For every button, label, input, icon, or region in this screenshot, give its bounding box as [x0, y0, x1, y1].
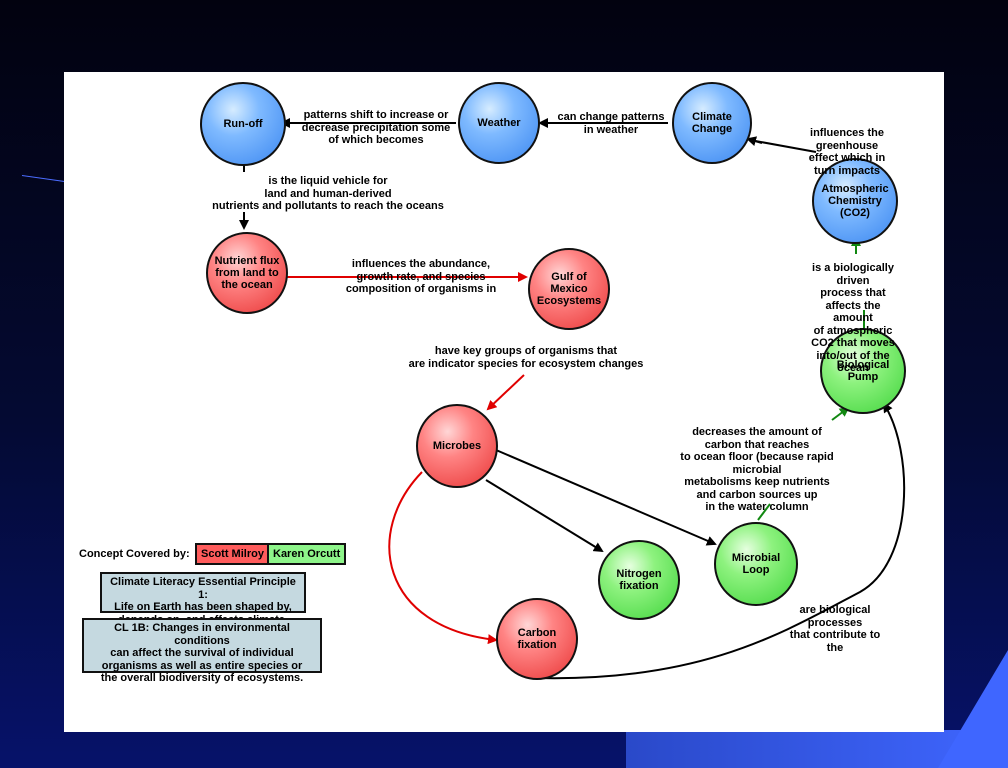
label-pump-to-atmos: is a biologically driven process that af…	[811, 262, 895, 374]
label-weather-to-runoff: patterns shift to increase or decrease p…	[301, 109, 451, 146]
arrow-to-climate	[746, 136, 763, 147]
connector-carbon-pump	[535, 402, 906, 680]
connector-gulf-microbes	[486, 374, 525, 411]
label-runoff-to-nutrient: is the liquid vehicle for land and human…	[212, 175, 444, 212]
gulf-of-mexico-node: Gulf of Mexico Ecosystems	[528, 248, 610, 330]
concept-map-slide: Run-off Weather Climate Change Atmospher…	[64, 72, 944, 732]
principle-box: Climate Literacy Essential Principle 1: …	[100, 572, 306, 626]
label-processes-to-pump: are biological processes that contribute…	[789, 604, 881, 654]
label-climate-to-weather: can change patterns in weather	[557, 111, 665, 136]
label-nutrient-to-gulf: influences the abundance, growth rate, a…	[345, 258, 497, 295]
climate-change-node: Climate Change	[672, 82, 752, 164]
biological-pump-node: Biological Pump	[820, 328, 906, 414]
atmospheric-chemistry-node: Atmospheric Chemistry (CO2)	[812, 158, 898, 244]
carbon-fixation-node: Carbon fixation	[496, 598, 578, 680]
runoff-node: Run-off	[200, 82, 286, 166]
legend-title: Concept Covered by:	[79, 548, 190, 560]
connector-microbes-carbon	[388, 471, 498, 645]
connector-loop-pump	[757, 503, 771, 521]
author-tag-red: Scott Milroy	[195, 543, 270, 565]
connector-microbes-nitrogen	[485, 479, 604, 553]
weather-node: Weather	[458, 82, 540, 164]
background-accent-triangle	[938, 650, 1008, 768]
author-tag-green: Karen Orcutt	[267, 543, 347, 565]
label-gulf-to-microbes: have key groups of organisms that are in…	[408, 345, 644, 370]
microbes-node: Microbes	[416, 404, 498, 488]
nitrogen-fixation-node: Nitrogen fixation	[598, 540, 680, 620]
connector-microbes-loop	[495, 449, 717, 546]
nutrient-flux-node: Nutrient flux from land to the ocean	[206, 232, 288, 314]
microbial-loop-node: Microbial Loop	[714, 522, 798, 606]
label-loop-to-pump: decreases the amount of carbon that reac…	[680, 426, 834, 513]
label-atmos-to-climate: influences the greenhouse effect which i…	[808, 127, 886, 177]
concept-box: CL 1B: Changes in environmental conditio…	[82, 618, 322, 684]
